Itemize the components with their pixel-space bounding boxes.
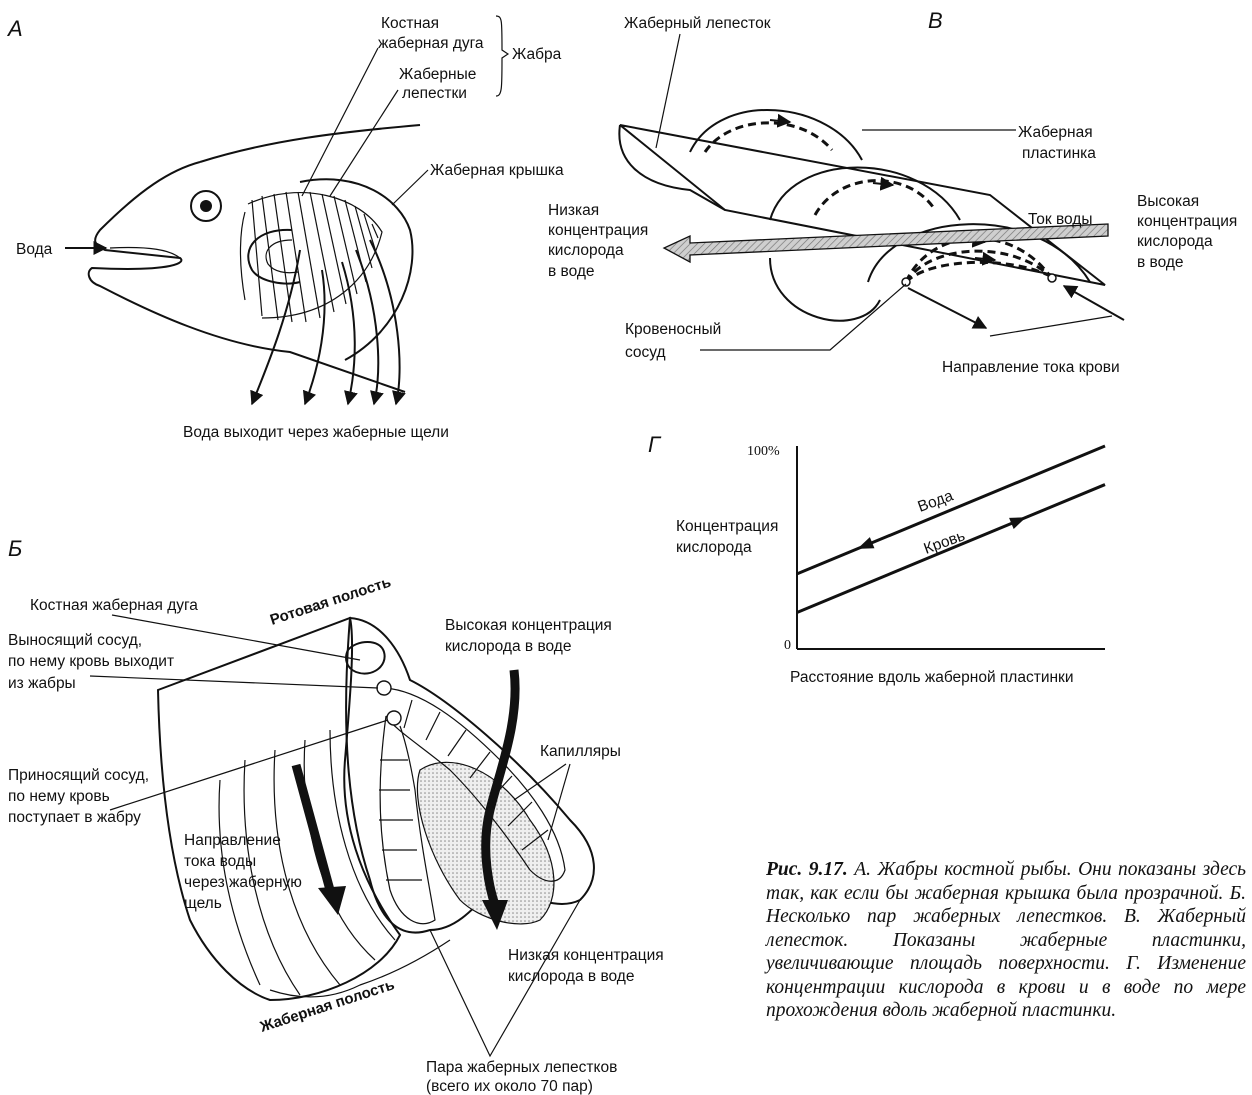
lamella-1 xyxy=(690,110,862,160)
label-lamella-1: Жаберная xyxy=(1018,124,1093,141)
label-water-flow: Ток воды xyxy=(1028,211,1093,228)
label-water: Вода xyxy=(16,241,53,258)
panel-a: А Костная ж xyxy=(6,15,564,441)
label-filament: Жаберный лепесток xyxy=(624,15,771,32)
leader-filament xyxy=(656,34,680,148)
panel-v: В Жаберный лепесток Ток воды xyxy=(548,8,1237,376)
water-series-line xyxy=(797,446,1105,574)
label-high-o2-b-1: Высокая концентрация xyxy=(445,617,612,634)
leader-afferent xyxy=(110,720,388,810)
label-low-o2-2: концентрация xyxy=(548,222,648,239)
label-mouth-cavity: Ротовая полость xyxy=(268,574,393,629)
blood-out-arrow xyxy=(908,288,986,328)
gill-filament-stack xyxy=(158,618,400,1000)
label-high-o2-3: кислорода xyxy=(1137,233,1213,250)
label-efferent-2: по нему кровь выходит xyxy=(8,653,174,670)
leader-vessel xyxy=(700,284,906,350)
label-gill-cavity: Жаберная полость xyxy=(257,976,397,1036)
label-high-o2-b-2: кислорода в воде xyxy=(445,638,571,655)
label-operculum: Жаберная крышка xyxy=(430,162,564,179)
label-high-o2-1: Высокая xyxy=(1137,193,1199,210)
label-efferent-3: из жабры xyxy=(8,675,76,692)
figure-caption: Рис. 9.17. А. Жабры костной рыбы. Они по… xyxy=(766,858,1246,1023)
water-direction-arrow-shaft xyxy=(296,765,330,890)
label-low-o2-3: кислорода xyxy=(548,242,624,259)
label-vessel-2: сосуд xyxy=(625,344,666,361)
panel-b: Б xyxy=(8,536,664,1095)
panel-b-letter: Б xyxy=(8,536,22,561)
caption-text: А. Жабры костной рыбы. Они показаны здес… xyxy=(766,859,1246,1021)
operculum-outline xyxy=(300,179,412,360)
leader-efferent xyxy=(90,676,378,688)
blood-in-arrow xyxy=(1064,286,1124,320)
label-pair-1: Пара жаберных лепестков xyxy=(426,1059,617,1076)
label-filaments-2: лепестки xyxy=(402,85,467,102)
chart-lines xyxy=(797,446,1105,612)
water-direction-arrowhead xyxy=(857,537,874,549)
label-afferent-3: поступает в жабру xyxy=(8,809,141,826)
label-gill: Жабра xyxy=(512,46,562,63)
leader-bony-arch xyxy=(302,48,378,196)
label-water-dir-3: через жаберную xyxy=(184,874,302,891)
label-high-o2-2: концентрация xyxy=(1137,213,1237,230)
label-efferent-1: Выносящий сосуд, xyxy=(8,632,142,649)
label-afferent-2: по нему кровь xyxy=(8,788,110,805)
fish-back-line xyxy=(200,125,420,162)
label-pair-2: (всего их около 70 пар) xyxy=(426,1078,593,1095)
panel-v-letter: В xyxy=(928,8,943,33)
y-tick-max: 100% xyxy=(747,444,780,459)
label-bony-arch-2: жаберная дуга xyxy=(378,35,484,52)
label-blood-direction: Направление тока крови xyxy=(942,359,1120,376)
lamella-2 xyxy=(770,168,960,221)
label-bony-arch-1: Костная xyxy=(381,15,439,32)
series-label-blood: Кровь xyxy=(922,527,968,558)
label-capillaries: Капилляры xyxy=(540,743,621,760)
label-filaments-1: Жаберные xyxy=(399,66,476,83)
panel-g: Г 100% 0 Концентрация кислорода Расстоян… xyxy=(648,432,1105,686)
eye-pupil xyxy=(200,200,212,212)
y-label-2: кислорода xyxy=(676,539,752,556)
gill-brace xyxy=(496,16,508,96)
y-tick-min: 0 xyxy=(784,638,791,653)
lamella-2-blood-flow xyxy=(815,181,935,215)
leader-filaments xyxy=(330,90,398,196)
lamella-1-blood-flow xyxy=(705,123,832,152)
leader-capillaries-1 xyxy=(514,764,566,800)
bony-gill-arch xyxy=(248,230,300,284)
panel-a-letter: А xyxy=(6,16,23,41)
water-direction-arrow-head xyxy=(318,886,346,915)
leader-capillaries-2 xyxy=(548,764,570,840)
label-bony-arch-b: Костная жаберная дуга xyxy=(30,597,198,614)
blood-direction-arrowhead xyxy=(1009,517,1026,529)
label-water-dir-2: тока воды xyxy=(184,853,256,870)
label-low-o2-1: Низкая xyxy=(548,202,599,219)
label-lamella-2: пластинка xyxy=(1022,145,1096,162)
label-afferent-1: Приносящий сосуд, xyxy=(8,767,149,784)
label-vessel-1: Кровеносный xyxy=(625,321,721,338)
caption-label: Рис. 9.17. xyxy=(766,859,848,880)
label-low-o2-b-2: кислорода в воде xyxy=(508,968,634,985)
label-water-exits: Вода выходит через жаберные щели xyxy=(183,424,449,441)
panel-g-letter: Г xyxy=(648,432,662,457)
label-water-dir-1: Направление xyxy=(184,832,281,849)
leader-operculum xyxy=(392,170,428,205)
filament-underside xyxy=(770,258,880,321)
lamella-3-blood-flow xyxy=(902,238,1056,286)
label-low-o2-4: в воде xyxy=(548,263,595,280)
water-flow-arrow xyxy=(664,224,1108,262)
leader-blood-direction xyxy=(990,316,1112,336)
y-label-1: Концентрация xyxy=(676,518,778,535)
water-out-arrows xyxy=(252,240,400,404)
label-water-dir-4: щель xyxy=(184,895,222,912)
gill-filaments xyxy=(240,192,382,322)
x-label: Расстояние вдоль жаберной пластинки xyxy=(790,669,1073,686)
label-high-o2-4: в воде xyxy=(1137,254,1184,271)
label-low-o2-b-1: Низкая концентрация xyxy=(508,947,664,964)
fish-head-outline xyxy=(89,162,405,392)
